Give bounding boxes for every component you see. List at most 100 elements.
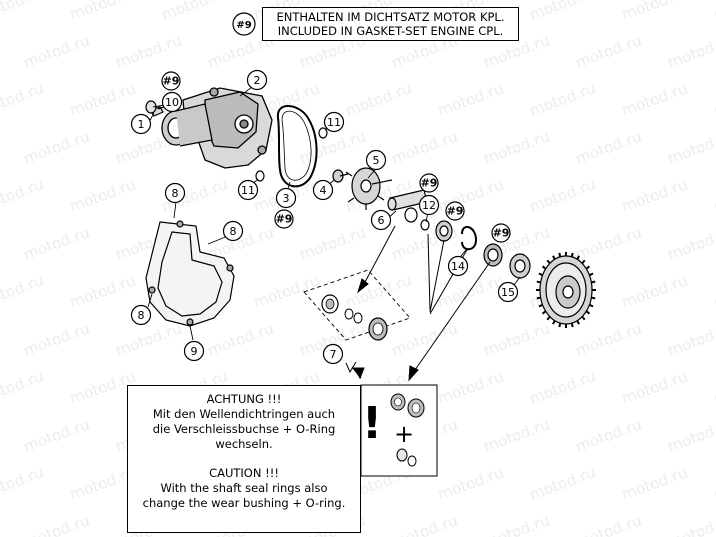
- callout-circle: [130, 304, 152, 326]
- watermark-text: motod.ru: [205, 319, 276, 359]
- gear-tooth: [588, 272, 594, 277]
- callout-label: 8: [230, 225, 237, 238]
- callout-label: 7: [330, 348, 337, 361]
- watermark-text: motod.ru: [665, 415, 716, 455]
- callout-circle: [246, 69, 268, 91]
- callout-8: 8: [222, 220, 244, 242]
- callout-circle: [447, 255, 469, 277]
- watermark-text: motod.ru: [527, 367, 598, 407]
- watermark-text: motod.ru: [665, 319, 716, 359]
- watermark-text: motod.ru: [481, 511, 552, 537]
- callout-circle: [161, 91, 183, 113]
- part-seal-10: [145, 100, 157, 114]
- watermark-text: motod.ru: [711, 463, 716, 503]
- gear-tooth: [591, 280, 596, 284]
- gear-tooth: [591, 296, 596, 300]
- callout-label: 12: [422, 199, 436, 212]
- watermark-text: motod.ru: [389, 511, 460, 537]
- legend-symbol-badge: #9: [232, 12, 256, 36]
- callout-label: 3: [283, 192, 290, 205]
- caution-body-de-3: wechseln.: [215, 437, 273, 451]
- gasket-marker: #9: [445, 201, 465, 221]
- callout-15: 15: [497, 281, 519, 303]
- gear-tooth: [546, 259, 551, 265]
- callout-label: #9: [421, 177, 438, 190]
- watermark-text: motod.ru: [67, 271, 138, 311]
- callout-circle: [323, 111, 345, 133]
- callout-circle: [274, 209, 294, 229]
- gear-tooth: [588, 303, 594, 308]
- callout-circle: [491, 223, 511, 243]
- watermark-text: motod.ru: [297, 127, 368, 167]
- part-shaft-seal: [483, 243, 503, 267]
- callout-7: 7: [322, 343, 344, 365]
- callout-6: 6: [370, 209, 392, 231]
- watermark-text: motod.ru: [619, 0, 690, 24]
- callout-circle: [497, 281, 519, 303]
- callout-label: 14: [451, 260, 465, 273]
- callout-11: 11: [323, 111, 345, 133]
- watermark-text: motod.ru: [665, 31, 716, 71]
- gear-tooth: [576, 320, 580, 325]
- watermark-text: motod.ru: [21, 511, 92, 537]
- callout-label: 9: [191, 345, 198, 358]
- watermark-text: motod.ru: [389, 319, 460, 359]
- watermark-text: motod.ru: [711, 367, 716, 407]
- callout-label: 8: [138, 309, 145, 322]
- watermark-text: motod.ru: [527, 79, 598, 119]
- watermark-text: motod.ru: [435, 367, 506, 407]
- gear-tooth: [585, 310, 591, 315]
- callout-2: 2: [246, 69, 268, 91]
- callout-circle: [237, 179, 259, 201]
- gasket-marker: #9: [419, 173, 439, 193]
- gear-tooth: [570, 322, 574, 328]
- callout-circle: [161, 71, 181, 91]
- callout-circle: [275, 187, 297, 209]
- watermark-text: motod.ru: [619, 175, 690, 215]
- gear-tooth: [576, 255, 580, 260]
- seal-kit-box: [303, 269, 411, 341]
- callout-3: 3: [275, 187, 297, 209]
- gasket-marker: #9: [274, 209, 294, 229]
- callout-label: 4: [320, 184, 327, 197]
- watermark-text: motod.ru: [297, 223, 368, 263]
- watermark-text: motod.ru: [527, 175, 598, 215]
- watermark-text: motod.ru: [711, 175, 716, 215]
- callout-5: 5: [365, 149, 387, 171]
- callout-circle: [164, 182, 186, 204]
- callout-circle: [312, 179, 334, 201]
- part-impeller-5: [345, 160, 393, 210]
- gear-tooth: [536, 280, 541, 284]
- watermark-text: motod.ru: [0, 367, 46, 407]
- callout-9: 9: [183, 340, 205, 362]
- warning-exclaim-symbol: !: [362, 398, 382, 449]
- watermark-text: motod.ru: [0, 175, 46, 215]
- callout-label: 2: [254, 74, 261, 87]
- callout-4: 4: [312, 179, 334, 201]
- caution-body-en-1: With the shaft seal rings also: [160, 481, 328, 495]
- caution-body-de-1: Mit den Wellendichtringen auch: [152, 407, 336, 421]
- watermark-text: motod.ru: [711, 79, 716, 119]
- callout-10: 10: [161, 91, 183, 113]
- legend-text-de: ENTHALTEN IM DICHTSATZ MOTOR KPL.: [276, 10, 505, 24]
- gear-tooth: [536, 296, 541, 300]
- gear-tooth: [541, 265, 547, 270]
- part-gasket-3: [276, 105, 318, 188]
- gasket-set-legend: #9 ENTHALTEN IM DICHTSATZ MOTOR KPL. INC…: [232, 7, 519, 41]
- callout-circle: [418, 194, 440, 216]
- callout-circle: [222, 220, 244, 242]
- watermark-text: motod.ru: [0, 79, 46, 119]
- warning-plus-symbol: +: [394, 420, 414, 448]
- callout-label: #9: [276, 213, 293, 226]
- callout-label: #9: [163, 75, 180, 88]
- callout-circle: [183, 340, 205, 362]
- watermark-text: motod.ru: [0, 0, 46, 24]
- caution-title-en: CAUTION !!!: [209, 466, 279, 480]
- watermark-text: motod.ru: [159, 0, 230, 24]
- callout-label: 5: [373, 154, 380, 167]
- gear-tooth: [581, 259, 586, 265]
- watermark-text: motod.ru: [21, 319, 92, 359]
- watermark-text: motod.ru: [0, 463, 46, 503]
- watermark-text: motod.ru: [711, 0, 716, 24]
- watermark-text: motod.ru: [435, 271, 506, 311]
